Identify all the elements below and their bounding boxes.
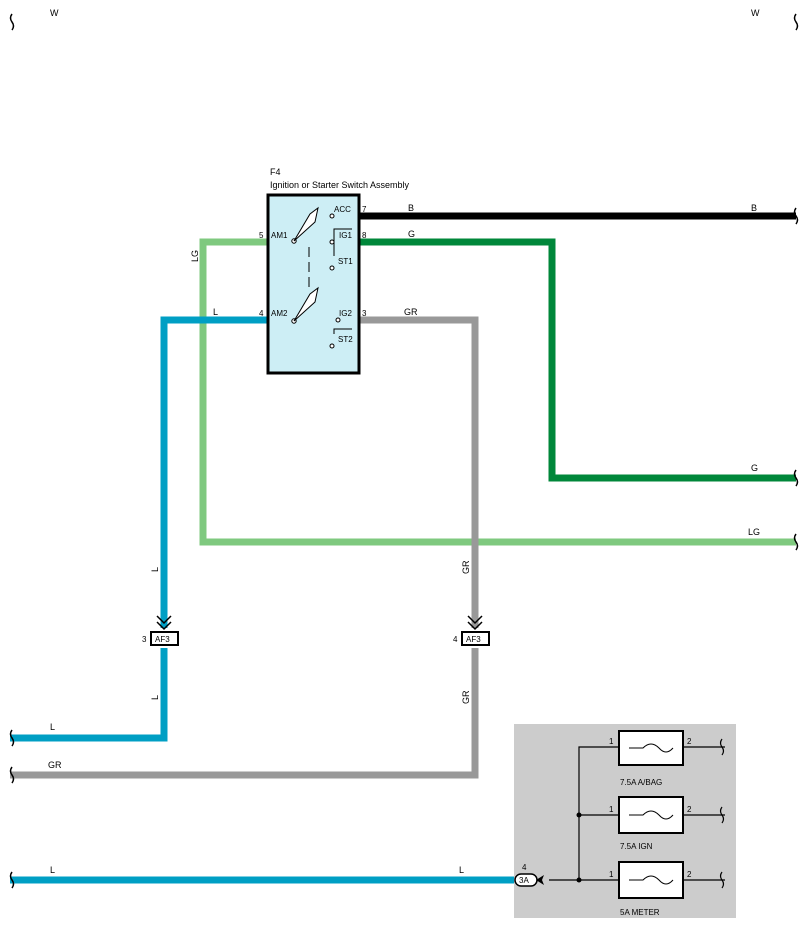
wire-label-b-right: B <box>751 203 757 213</box>
wire-label-l-bottom-left: L <box>50 865 55 875</box>
fuse-meter-pin-in: 1 <box>609 870 614 879</box>
wire-label-l-top: L <box>213 307 218 317</box>
connector-3a-pin: 4 <box>522 863 527 872</box>
switch-lever <box>293 286 319 322</box>
fuse-box: 3A 4 1 2 7.5A A/BAG 1 2 7.5A IGN <box>514 724 736 918</box>
fuse-abag-pin-out: 2 <box>687 737 692 746</box>
wire-break-mark <box>9 729 15 747</box>
wire-label-l-left: L <box>50 722 55 732</box>
wire-label-gr-lower-vertical: GR <box>461 690 471 704</box>
switch-contact <box>335 317 341 323</box>
terminal-st2: ST2 <box>338 335 353 344</box>
connector-3a-label: 3A <box>519 876 529 885</box>
switch-contact <box>329 265 335 271</box>
pin-am2: 4 <box>259 309 264 318</box>
switch-contact <box>329 213 335 219</box>
connector-chevron <box>467 615 483 631</box>
wire-l-lower <box>10 648 168 742</box>
fuse-ign-pin-out: 2 <box>687 805 692 814</box>
fuse-meter-label: 5A METER <box>620 908 660 917</box>
wire-break-mark <box>793 207 799 225</box>
connector-af3-right: AF3 4 <box>453 615 490 646</box>
wire-gr-lower <box>10 648 479 779</box>
pin-ig1: 8 <box>362 231 367 240</box>
switch-lever <box>293 206 319 242</box>
fuse-ign-label: 7.5A IGN <box>620 842 653 851</box>
st2-link <box>333 328 352 334</box>
wire-break-mark <box>793 13 799 31</box>
terminal-acc: ACC <box>334 205 351 214</box>
wire-g <box>360 238 796 482</box>
wire-label-gr-upper-vertical: GR <box>461 560 471 574</box>
terminal-ig1: IG1 <box>339 231 352 240</box>
fuse-ign: 1 2 7.5A IGN <box>609 796 725 851</box>
connector-3a-arrow <box>536 875 544 885</box>
switch-contact <box>329 239 335 245</box>
wire-gr-upper <box>360 316 479 628</box>
wire-label-l-bottom-mid: L <box>459 865 464 875</box>
wire-break-mark <box>9 13 15 31</box>
pin-acc: 7 <box>362 205 367 214</box>
connector-af3-left-label: AF3 <box>155 635 170 644</box>
connector-af3-right-label: AF3 <box>466 635 481 644</box>
terminal-st1: ST1 <box>338 257 353 266</box>
wire-label-g-right: G <box>751 463 758 473</box>
junction-dot <box>576 812 582 818</box>
wire-break-mark <box>793 533 799 551</box>
fuse-abag: 1 2 7.5A A/BAG <box>609 730 725 787</box>
wire-label-w-left: W <box>50 8 59 18</box>
fuse-meter-pin-out: 2 <box>687 870 692 879</box>
wire-label-b-near: B <box>408 203 414 213</box>
fuse-ign-pin-in: 1 <box>609 805 614 814</box>
terminal-am1: AM1 <box>271 231 288 240</box>
wire-label-lg-right: LG <box>748 527 760 537</box>
switch-contact <box>329 343 335 349</box>
fuse-abag-pin-in: 1 <box>609 737 614 746</box>
fuse-meter: 1 2 5A METER <box>609 861 725 917</box>
terminal-am2: AM2 <box>271 309 288 318</box>
wire-label-lg-vertical: LG <box>190 250 200 262</box>
wire-break-mark <box>9 766 15 784</box>
connector-chevron <box>156 615 172 631</box>
pin-am1: 5 <box>259 231 264 240</box>
fuse-abag-label: 7.5A A/BAG <box>620 778 662 787</box>
wire-label-w-right: W <box>751 8 760 18</box>
connector-af3-left-pin: 3 <box>142 635 147 644</box>
wire-label-l-upper-vertical: L <box>150 567 160 572</box>
wire-lg <box>199 238 796 546</box>
wire-l-upper <box>160 316 268 628</box>
switch-code: F4 <box>270 167 281 177</box>
junction-dot <box>576 877 582 883</box>
ignition-switch-assembly: F4 Ignition or Starter Switch Assembly A… <box>259 167 410 375</box>
connector-af3-right-pin: 4 <box>453 635 458 644</box>
connector-af3-left: AF3 3 <box>142 615 179 646</box>
wire-break-mark <box>9 871 15 889</box>
switch-name: Ignition or Starter Switch Assembly <box>270 180 410 190</box>
wire-label-gr-left: GR <box>48 760 62 770</box>
st1-link <box>333 228 352 256</box>
wire-break-mark <box>793 469 799 487</box>
wire-label-g-near: G <box>408 229 415 239</box>
switch-box <box>266 193 361 375</box>
terminal-ig2: IG2 <box>339 309 352 318</box>
wire-label-l-lower-vertical: L <box>150 695 160 700</box>
pin-ig2: 3 <box>362 309 367 318</box>
wire-label-gr-top: GR <box>404 307 418 317</box>
